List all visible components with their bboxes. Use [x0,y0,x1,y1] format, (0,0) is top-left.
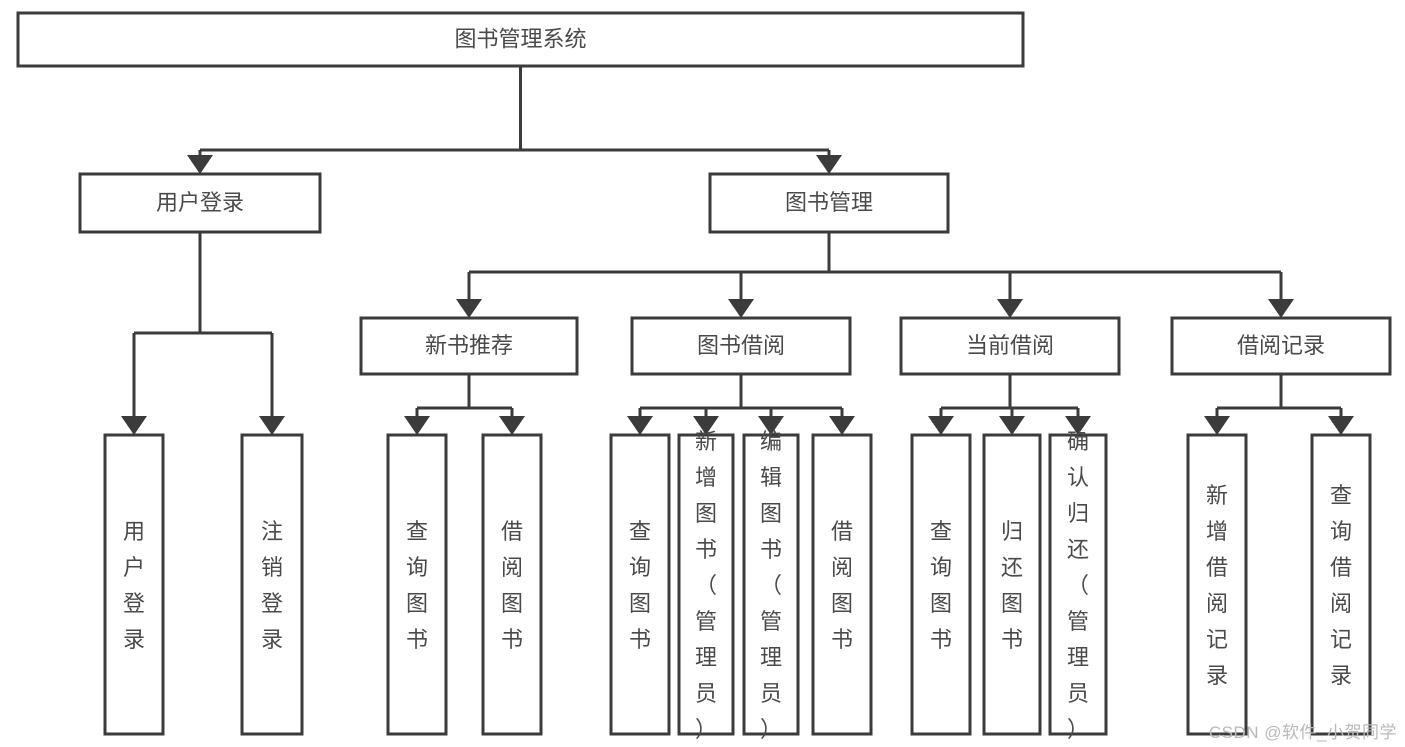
node-leaf-confirm-return[interactable]: 确认归还（管理员） [1048,429,1108,742]
node-label: 借阅图书 [501,519,523,652]
arrow-head-icon [728,299,754,318]
node-current-borrow[interactable]: 当前借阅 [899,316,1121,376]
node-label: 借阅记录 [1237,333,1325,358]
arrow-head-icon [928,416,954,435]
node-label: 图书管理 [785,190,873,215]
node-label: 确认归还（管理员） [1067,429,1089,742]
node-leaf-query-book-2[interactable]: 查询图书 [609,433,671,736]
node-label: 归还图书 [1001,519,1023,652]
arrow-head-icon [1204,416,1230,435]
node-box[interactable] [677,433,735,736]
node-leaf-query-book-3[interactable]: 查询图书 [910,433,972,736]
nodes-layer: 图书管理系统用户登录图书管理新书推荐图书借阅当前借阅借阅记录用户登录注销登录查询… [16,11,1392,742]
node-box[interactable] [811,433,873,736]
node-box[interactable] [1186,433,1248,736]
arrow-head-icon [997,299,1023,318]
node-label: 查询借阅记录 [1330,483,1352,688]
node-box[interactable] [240,433,304,736]
node-label: 新书推荐 [425,333,513,358]
node-box[interactable] [16,11,1025,68]
node-box[interactable] [481,433,543,736]
node-label: 图书管理系统 [454,26,586,51]
node-box[interactable] [609,433,671,736]
node-leaf-query-book-1[interactable]: 查询图书 [386,433,448,736]
node-box[interactable] [359,316,579,376]
node-root[interactable]: 图书管理系统 [16,11,1025,68]
node-box[interactable] [899,316,1121,376]
node-label: 当前借阅 [966,333,1054,358]
node-box[interactable] [982,433,1042,736]
node-user-login[interactable]: 用户登录 [78,172,322,234]
node-label: 查询图书 [930,519,952,652]
arrow-head-icon [259,416,285,435]
arrow-head-icon [499,416,525,435]
arrow-head-icon [627,416,653,435]
arrow-head-icon [1268,299,1294,318]
arrow-head-icon [829,416,855,435]
node-book-manage[interactable]: 图书管理 [708,172,950,234]
node-box[interactable] [708,172,950,234]
node-label: 用户登录 [123,519,145,652]
node-label: 新增借阅记录 [1206,483,1228,688]
arrow-head-icon [1065,416,1091,435]
node-box[interactable] [630,316,852,376]
node-box[interactable] [1048,433,1108,736]
node-label: 用户登录 [156,190,244,215]
arrow-head-icon [121,416,147,435]
arrow-head-icon [404,416,430,435]
arrow-head-icon [816,155,842,174]
node-label: 查询图书 [629,519,651,652]
node-leaf-return-book[interactable]: 归还图书 [982,433,1042,736]
node-new-book-rec[interactable]: 新书推荐 [359,316,579,376]
node-label: 借阅图书 [831,519,853,652]
arrow-head-icon [999,416,1025,435]
arrow-head-icon [758,416,784,435]
node-box[interactable] [742,433,800,736]
arrow-head-icon [187,155,213,174]
node-borrow-record[interactable]: 借阅记录 [1170,316,1392,376]
node-box[interactable] [1170,316,1392,376]
node-box[interactable] [1310,433,1372,736]
node-box[interactable] [78,172,322,234]
node-label: 编辑图书（管理员） [760,429,782,742]
node-label: 图书借阅 [697,333,785,358]
node-label: 查询图书 [406,519,428,652]
node-leaf-logout[interactable]: 注销登录 [240,433,304,736]
arrow-head-icon [693,416,719,435]
node-leaf-borrow-book-1[interactable]: 借阅图书 [481,433,543,736]
node-book-borrow[interactable]: 图书借阅 [630,316,852,376]
node-leaf-borrow-book-2[interactable]: 借阅图书 [811,433,873,736]
node-leaf-add-record[interactable]: 新增借阅记录 [1186,433,1248,736]
node-leaf-add-book[interactable]: 新增图书（管理员） [677,429,735,742]
edges-layer [121,66,1354,435]
arrow-head-icon [1328,416,1354,435]
node-box[interactable] [386,433,448,736]
arrow-head-icon [456,299,482,318]
node-leaf-query-record[interactable]: 查询借阅记录 [1310,433,1372,736]
node-label: 新增图书（管理员） [695,429,717,742]
node-box[interactable] [910,433,972,736]
node-leaf-user-login[interactable]: 用户登录 [103,433,165,736]
node-label: 注销登录 [261,519,283,652]
node-box[interactable] [103,433,165,736]
node-leaf-edit-book[interactable]: 编辑图书（管理员） [742,429,800,742]
